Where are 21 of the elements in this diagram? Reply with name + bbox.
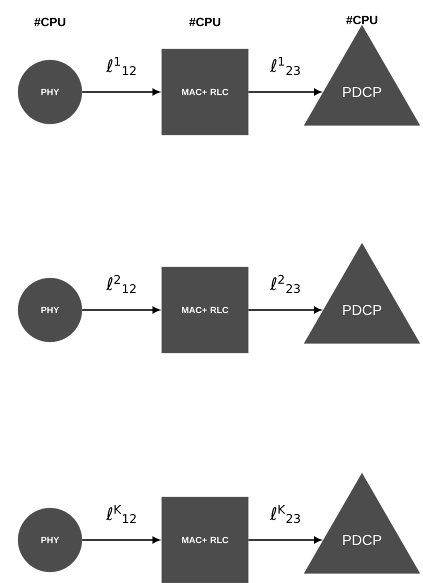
process-box: MAC+ RLC <box>161 266 249 354</box>
arrow <box>248 536 322 544</box>
edge-label: ℓ$^{1}$12 <box>106 57 136 75</box>
edge-label: ℓ$^{K}$23 <box>270 504 300 524</box>
heading: #CPU <box>346 16 378 24</box>
process-box: MAC+ RLC <box>161 48 249 136</box>
arrow <box>82 88 160 96</box>
process-box: MAC+ RLC <box>161 496 249 583</box>
process-triangle: PDCP <box>304 472 420 574</box>
heading: #CPU <box>189 18 220 26</box>
arrow <box>82 536 160 544</box>
edge-label: ℓ$^{K}$12 <box>106 505 136 523</box>
edge-label: ℓ$^{1}$23 <box>270 56 300 76</box>
arrow <box>82 306 160 314</box>
process-triangle: PDCP <box>304 242 420 344</box>
edge-label: ℓ$^{2}$12 <box>106 274 136 294</box>
arrow <box>248 306 322 314</box>
arrow <box>248 88 322 96</box>
heading: #CPU <box>34 18 66 26</box>
process-triangle: PDCP <box>304 24 420 126</box>
edge-label: ℓ$^{2}$23 <box>270 274 300 294</box>
